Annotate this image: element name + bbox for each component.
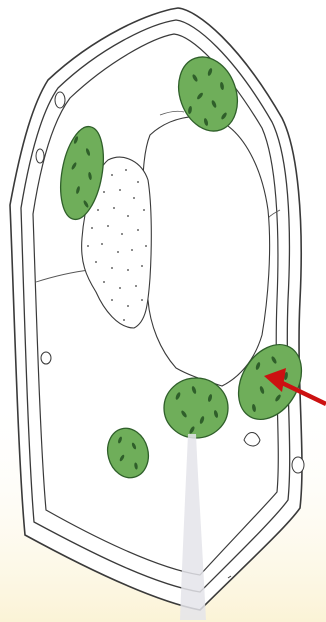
central-vacuole — [141, 116, 269, 386]
chloroplast-center — [164, 378, 228, 438]
wall-pit-left — [41, 352, 51, 364]
wall-pit-top-left — [55, 92, 65, 108]
wall-pit-upper-left — [36, 149, 44, 163]
wall-pit-right — [292, 457, 304, 473]
